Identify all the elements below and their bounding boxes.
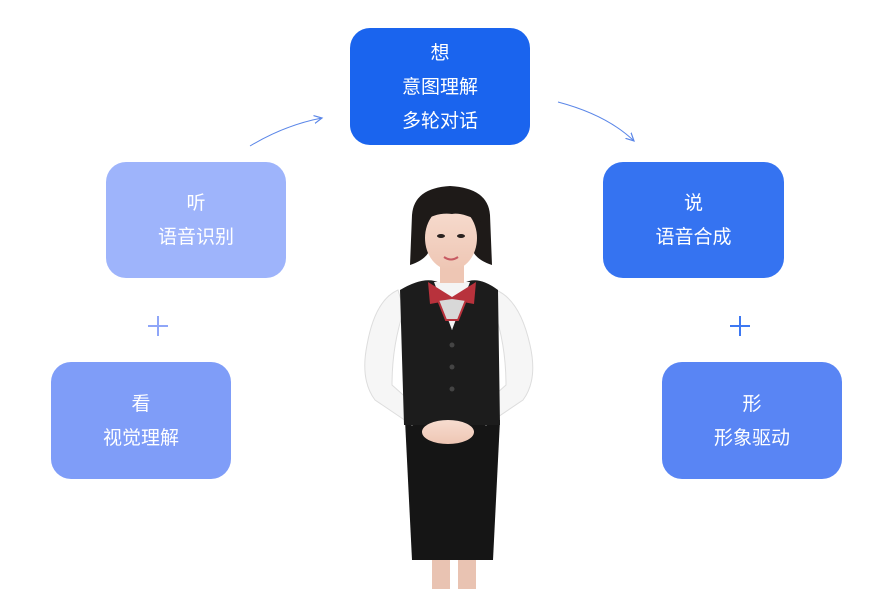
card-listen-title: 听	[186, 192, 206, 214]
arrow-think-to-speak	[557, 101, 634, 141]
plus-icon	[730, 316, 750, 336]
card-see: 看 视觉理解	[51, 362, 231, 479]
plus-icon	[148, 316, 168, 336]
arrow-listen-to-think	[249, 118, 322, 147]
card-form: 形 形象驱动	[662, 362, 842, 479]
card-think-line1: 意图理解	[401, 75, 478, 98]
card-speak: 说 语音合成	[603, 162, 784, 278]
avatar-figure	[364, 186, 534, 589]
card-think-line2: 多轮对话	[401, 109, 478, 132]
card-speak-line1: 语音合成	[655, 226, 732, 248]
card-see-title: 看	[131, 392, 151, 415]
card-listen: 听 语音识别	[106, 162, 286, 278]
card-listen-line1: 语音识别	[157, 226, 234, 248]
card-speak-title: 说	[683, 192, 703, 214]
card-see-line1: 视觉理解	[102, 426, 179, 449]
card-form-line1: 形象驱动	[713, 426, 790, 449]
card-think: 想 意图理解 多轮对话	[350, 28, 530, 145]
card-think-title: 想	[430, 41, 450, 64]
card-form-title: 形	[742, 392, 762, 415]
